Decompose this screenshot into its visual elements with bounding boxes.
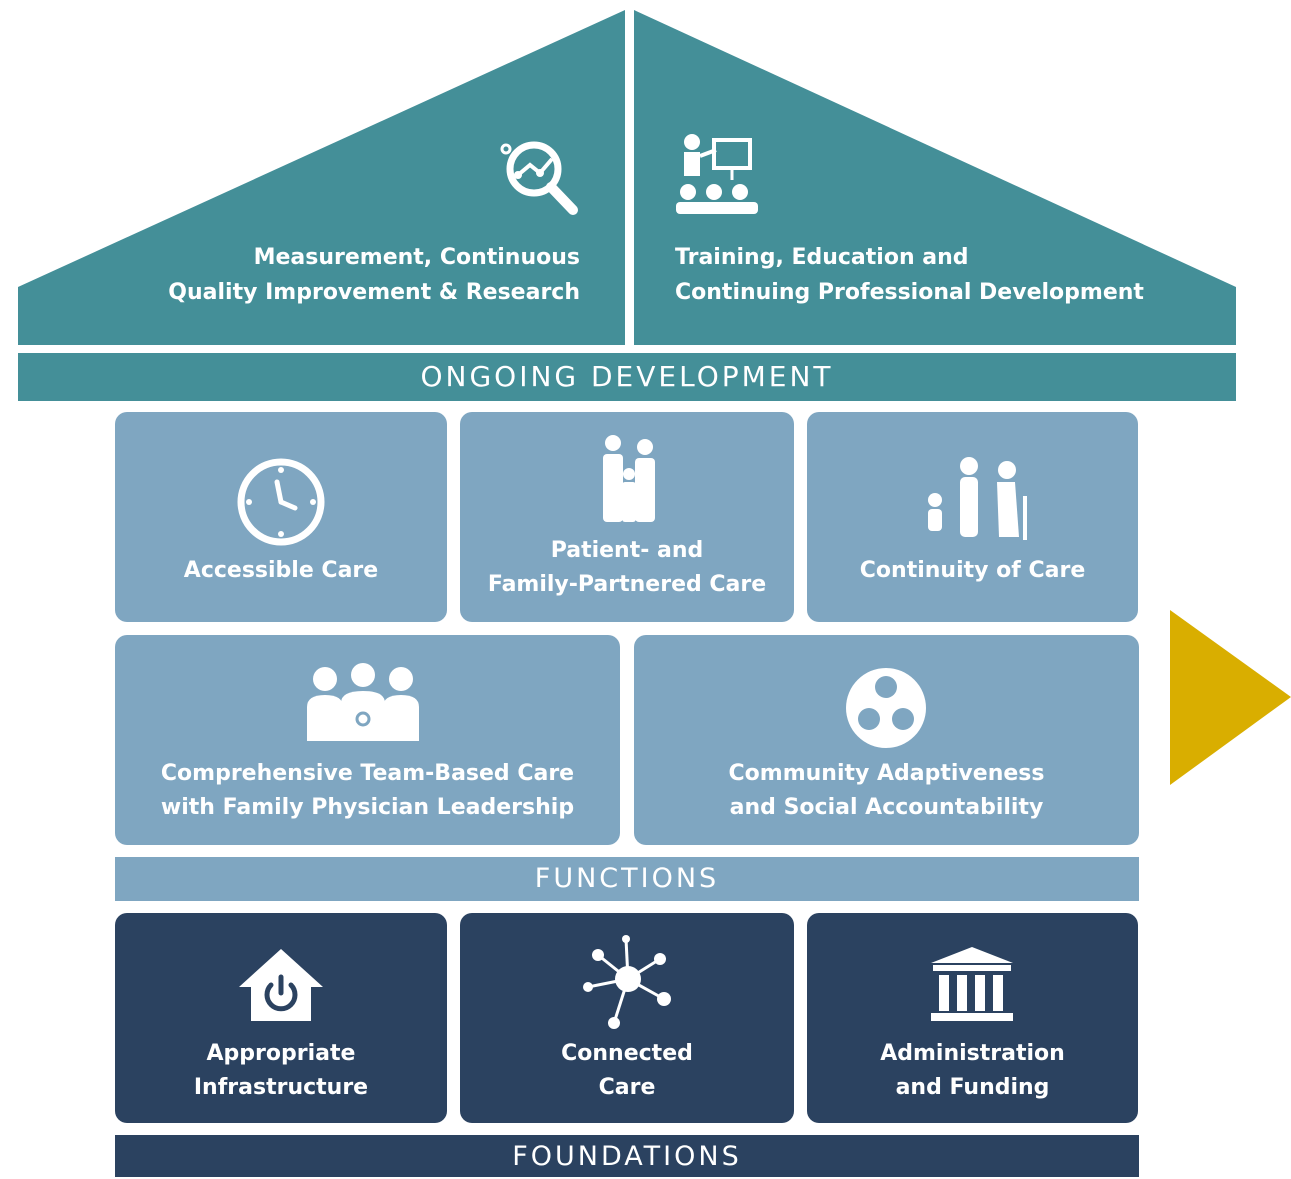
roof-left-line1: Measurement, Continuous [253,245,580,270]
roof-left-label: Measurement, Continuous Quality Improvem… [160,240,580,310]
community-circle-icon [846,668,926,748]
roof-left-line2: Quality Improvement & Research [168,280,580,305]
ongoing-development-band: ONGOING DEVELOPMENT [420,360,834,393]
team-based-line1: Comprehensive Team-Based Care [160,761,575,786]
play-arrow-icon [1170,610,1291,785]
continuity-of-care-tile: Continuity of Care [807,412,1138,622]
clock-icon [237,458,325,546]
functions-band: FUNCTIONS [115,857,1139,901]
magnifier-chart-icon [500,141,578,215]
team-based-care-tile: Comprehensive Team-Based Care with Famil… [115,635,620,845]
patient-family-line1: Patient- and [550,538,704,563]
accessible-care-tile: Accessible Care [115,412,447,622]
infrastructure-line1: Appropriate [206,1041,356,1066]
building-columns-icon [931,947,1013,1021]
patient-family-line2: Family-Partnered Care [487,572,767,597]
roof-right-label: Training, Education and Continuing Profe… [675,240,1235,310]
life-stages-icon [928,457,1027,540]
community-line1: Community Adaptiveness [728,761,1045,786]
connected-care-tile: Connected Care [460,913,794,1123]
house-power-icon [239,949,323,1021]
community-adaptiveness-tile: Community Adaptiveness and Social Accoun… [634,635,1139,845]
family-icon [603,435,655,522]
roof [18,10,1236,401]
continuity-of-care-label: Continuity of Care [859,558,1086,583]
infrastructure-line2: Infrastructure [193,1075,369,1100]
foundations-band: FOUNDATIONS [115,1135,1139,1177]
roof-right-line2: Continuing Professional Development [675,280,1144,305]
team-based-line2: with Family Physician Leadership [160,795,575,820]
connected-care-line2: Care [598,1075,656,1100]
administration-line1: Administration [880,1041,1065,1066]
network-icon [583,935,671,1029]
patient-family-care-tile: Patient- and Family-Partnered Care [460,412,794,622]
connected-care-line1: Connected [561,1041,693,1066]
roof-left-panel [18,10,625,345]
accessible-care-label: Accessible Care [183,558,379,583]
appropriate-infrastructure-tile: Appropriate Infrastructure [115,913,447,1123]
medical-team-icon [307,663,419,741]
teacher-presentation-icon [676,134,758,214]
ongoing-development-band-bg [18,353,1236,401]
administration-line2: and Funding [895,1075,1050,1100]
community-line2: and Social Accountability [729,795,1044,820]
administration-funding-tile: Administration and Funding [807,913,1138,1123]
roof-right-line1: Training, Education and [675,245,969,270]
roof-right-panel [634,10,1236,345]
